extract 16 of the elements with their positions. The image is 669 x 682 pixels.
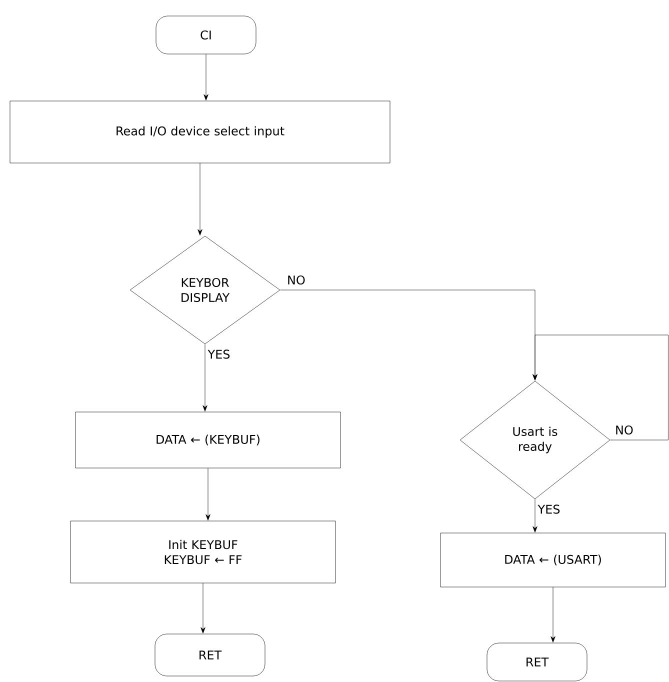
arrow (198, 163, 202, 236)
edge-label: NO (614, 424, 634, 436)
edge-label: YES (206, 348, 232, 360)
arrow (532, 334, 668, 440)
arrow (202, 344, 208, 412)
edge-label: NO (286, 274, 306, 286)
arrow (532, 499, 538, 532)
edge-label: YES (536, 504, 562, 515)
arrow (550, 587, 556, 642)
process-box: DATA ← (USART) (440, 532, 666, 588)
arrow (204, 54, 208, 100)
arrow (206, 468, 210, 520)
process-box: Init KEYBUF KEYBUF ← FF (70, 520, 336, 584)
arrow (200, 583, 206, 634)
process-box: Read I/O device select input (10, 100, 390, 164)
process-box: DATA ← (KEYBUF) (75, 412, 341, 468)
